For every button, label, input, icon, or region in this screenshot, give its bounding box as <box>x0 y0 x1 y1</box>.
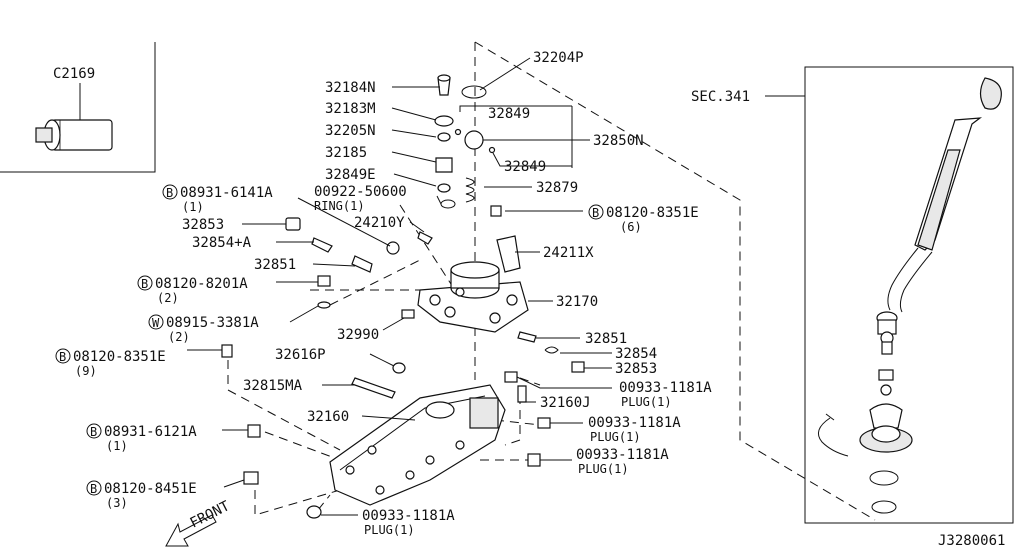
part-quantity: (1) <box>106 439 128 453</box>
shift-cover-illustration <box>417 261 529 333</box>
section-label: SEC.341 <box>691 89 750 105</box>
bolt-mark: B <box>86 423 102 439</box>
part-label: 32850N <box>593 133 644 149</box>
part-label: 32854 <box>615 346 657 362</box>
svg-text:W: W <box>152 316 160 330</box>
svg-text:B: B <box>59 350 66 364</box>
washer-mark: W <box>148 314 164 330</box>
part-label: 32854+A <box>192 235 252 251</box>
part-label: 08915-3381A <box>166 315 259 331</box>
assembly-line <box>329 259 421 306</box>
part-sublabel: PLUG(1) <box>590 430 641 444</box>
reference-code: J3280061 <box>938 533 1005 549</box>
part-label: 32185 <box>325 145 367 161</box>
part-label: 32184N <box>325 80 376 96</box>
part-quantity: (3) <box>106 496 128 510</box>
part-label: 32851 <box>254 257 296 273</box>
bolt-mark: B <box>588 204 604 220</box>
front-arrow <box>165 514 217 547</box>
part-label: 32853 <box>182 217 224 233</box>
part-label: 08120-8201A <box>155 276 248 292</box>
part-sublabel: RING(1) <box>314 199 365 213</box>
part-label: 32170 <box>556 294 598 310</box>
assembly-line <box>504 395 521 446</box>
part-label: 32849 <box>504 159 546 175</box>
svg-text:B: B <box>141 277 148 291</box>
front-label: FRONT <box>188 498 233 532</box>
assembly-line <box>254 489 341 516</box>
bolt-mark: B <box>162 184 178 200</box>
part-label: 08120-8351E <box>73 349 166 365</box>
part-label: 32616P <box>275 347 326 363</box>
part-label: 32183M <box>325 101 376 117</box>
part-label: 08931-6121A <box>104 424 197 440</box>
assembly-line <box>474 41 876 521</box>
part-quantity: (6) <box>620 220 642 234</box>
part-quantity: (1) <box>182 200 204 214</box>
shift-lever-illustration <box>817 77 1002 514</box>
inset-part-label: C2169 <box>53 66 95 82</box>
part-quantity: (9) <box>75 364 97 378</box>
inset-frame <box>0 42 156 173</box>
bolt-mark: B <box>55 348 71 364</box>
assembly-line <box>227 360 341 451</box>
bolt-mark: B <box>86 480 102 496</box>
part-label: 32160J <box>540 395 591 411</box>
upper-stack-illustration <box>434 74 496 209</box>
part-label: 00922-50600 <box>314 184 407 200</box>
part-label: 32815MA <box>243 378 303 394</box>
assembly-line <box>264 431 341 461</box>
part-quantity: (2) <box>168 330 190 344</box>
part-label: 32160 <box>307 409 349 425</box>
part-label: 32849E <box>325 167 376 183</box>
part-label: 24211X <box>543 245 594 261</box>
part-label: 24210Y <box>354 215 405 231</box>
part-label: 08931-6141A <box>180 185 273 201</box>
section-frame <box>804 66 1014 524</box>
lower-case-illustration <box>329 384 506 506</box>
part-sublabel: PLUG(1) <box>621 395 672 409</box>
small-parts-illustration <box>221 205 585 519</box>
part-label: 08120-8351E <box>606 205 699 221</box>
part-label: 00933-1181A <box>588 415 681 431</box>
part-label: 08120-8451E <box>104 481 197 497</box>
part-label: 32205N <box>325 123 376 139</box>
part-label: 32879 <box>536 180 578 196</box>
part-label: 32990 <box>337 327 379 343</box>
bolt-mark: B <box>137 275 153 291</box>
svg-text:B: B <box>90 425 97 439</box>
part-label: 32849 <box>488 106 530 122</box>
part-quantity: (2) <box>157 291 179 305</box>
part-label: 00933-1181A <box>362 508 455 524</box>
part-label: 32851 <box>585 331 627 347</box>
part-sublabel: PLUG(1) <box>364 523 415 537</box>
leader-lines <box>187 57 612 516</box>
assembly-line <box>317 494 331 511</box>
svg-text:B: B <box>90 482 97 496</box>
assembly-line <box>399 204 461 299</box>
tube-connector-illustration <box>35 119 113 151</box>
svg-text:B: B <box>592 206 599 220</box>
svg-text:B: B <box>166 186 173 200</box>
part-sublabel: PLUG(1) <box>578 462 629 476</box>
part-label: 32853 <box>615 361 657 377</box>
part-label: 00933-1181A <box>576 447 669 463</box>
assembly-line <box>519 377 541 386</box>
assembly-line <box>494 419 541 426</box>
part-label: 00933-1181A <box>619 380 712 396</box>
part-label: 32204P <box>533 50 584 66</box>
